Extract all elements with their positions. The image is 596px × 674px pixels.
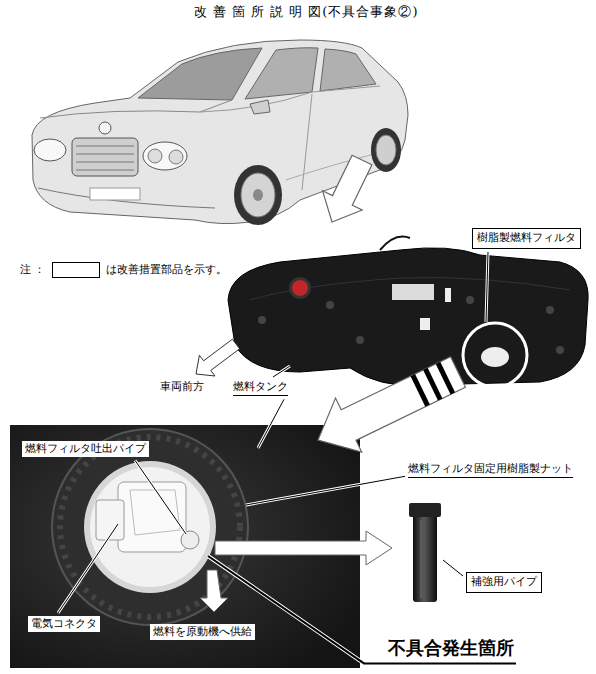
diagram-title: 改 善 箇 所 説 明 図(不具合事象②): [194, 4, 419, 21]
leader-halo: [486, 252, 488, 322]
defect-callout: 不具合発生箇所: [388, 636, 514, 659]
fuel-tank: [445, 288, 451, 302]
car-illustration: [76, 146, 134, 147]
part-label: 電気コネクタ: [28, 616, 100, 632]
reinforcement-pipe: [409, 503, 441, 517]
fuel-tank: [228, 248, 588, 386]
leader-line: [258, 399, 284, 448]
zoom-arrow: [413, 375, 428, 406]
fuel-tank: [546, 306, 554, 314]
car-illustration: [76, 170, 134, 171]
car-illustration: [40, 100, 232, 118]
car-illustration: [76, 154, 134, 155]
closeup-photo: [60, 437, 240, 617]
fuel-tank: [463, 323, 527, 387]
fuel-tank: [289, 277, 311, 299]
car-illustration: [32, 40, 408, 225]
car-illustration: [138, 48, 262, 100]
fuel-tank: [250, 278, 570, 301]
car-illustration: [169, 150, 183, 164]
car-illustration: [320, 49, 376, 91]
car-illustration: [250, 100, 270, 114]
car-illustration: [99, 122, 111, 134]
car-illustration: [245, 48, 318, 99]
direction-arrow: [196, 339, 240, 376]
leader-line: [135, 460, 186, 534]
flow-arrow: [200, 570, 228, 612]
car-illustration: [234, 165, 282, 225]
part-box: 樹脂製燃料フィルタ: [472, 228, 581, 249]
reinforcement-pipe: [421, 520, 422, 598]
fuel-tank: [326, 301, 334, 309]
closeup-photo: [84, 461, 216, 593]
car-illustration: [34, 139, 66, 161]
closeup-photo: [52, 429, 248, 625]
reinforcement-pipe: [409, 503, 441, 602]
car-illustration: [371, 128, 401, 172]
leader-line: [246, 476, 405, 505]
part-label: 車両前方: [160, 380, 204, 394]
fuel-tank: [466, 296, 474, 304]
part-arrow: [215, 531, 392, 565]
fuel-tank: [292, 280, 308, 296]
car-illustration: [376, 135, 396, 165]
fuel-tank: [556, 346, 564, 354]
leader-halo: [246, 476, 405, 505]
leader-line: [443, 560, 463, 576]
leader-halo: [58, 524, 118, 613]
note-text: は改善措置部品を示す。: [106, 263, 227, 277]
leader-halo: [135, 460, 186, 534]
fuel-tank: [392, 284, 434, 300]
part-label: 燃料フィルタ吐出パイプ: [22, 441, 149, 457]
closeup-photo: [181, 531, 199, 549]
leader-line: [486, 252, 488, 322]
fuel-tank: [481, 347, 509, 367]
part-name: 樹脂製燃料フィルタ: [477, 231, 576, 245]
note-text: 注 ：: [20, 263, 46, 277]
leader-halo: [443, 560, 463, 576]
fuel-tank: [228, 237, 588, 388]
closeup-photo: [90, 467, 210, 587]
car-illustration: [148, 149, 162, 163]
car-illustration: [72, 138, 138, 176]
fuel-tank: [356, 336, 364, 344]
note-box: [52, 262, 100, 278]
zoom-arrow: [318, 357, 465, 452]
zoom-arrow: [318, 357, 465, 452]
car-illustration: [253, 189, 263, 201]
car-illustration: [302, 94, 312, 190]
part-label: 燃料フィルタ固定用樹脂製ナット: [408, 462, 573, 478]
car-illustration: [200, 86, 380, 112]
part-name: 補強用パイプ: [471, 575, 537, 589]
car-illustration: [32, 40, 408, 224]
leader-halo: [258, 399, 284, 448]
part-label: 燃料タンク: [233, 380, 288, 396]
fuel-tank: [380, 237, 410, 251]
leader-line: [273, 366, 290, 377]
zoom-arrow: [438, 363, 453, 394]
car-illustration: [76, 162, 134, 163]
car-illustration: [38, 188, 215, 208]
leader-halo: [273, 366, 290, 377]
part-label: 燃料を原動機へ供給: [150, 624, 255, 640]
fuel-tank: [258, 316, 266, 324]
car-illustration: [241, 173, 275, 217]
part-box: 補強用パイプ: [466, 572, 542, 593]
reinforcement-pipe: [413, 508, 437, 602]
zoom-arrow: [425, 369, 440, 400]
pointer-arrow: [323, 155, 372, 222]
car-illustration: [90, 188, 140, 200]
fuel-tank: [420, 318, 430, 330]
leader-line: [58, 524, 118, 613]
car-illustration: [143, 142, 187, 170]
note-row: 注 ： は改善措置部品を示す。: [20, 262, 227, 278]
